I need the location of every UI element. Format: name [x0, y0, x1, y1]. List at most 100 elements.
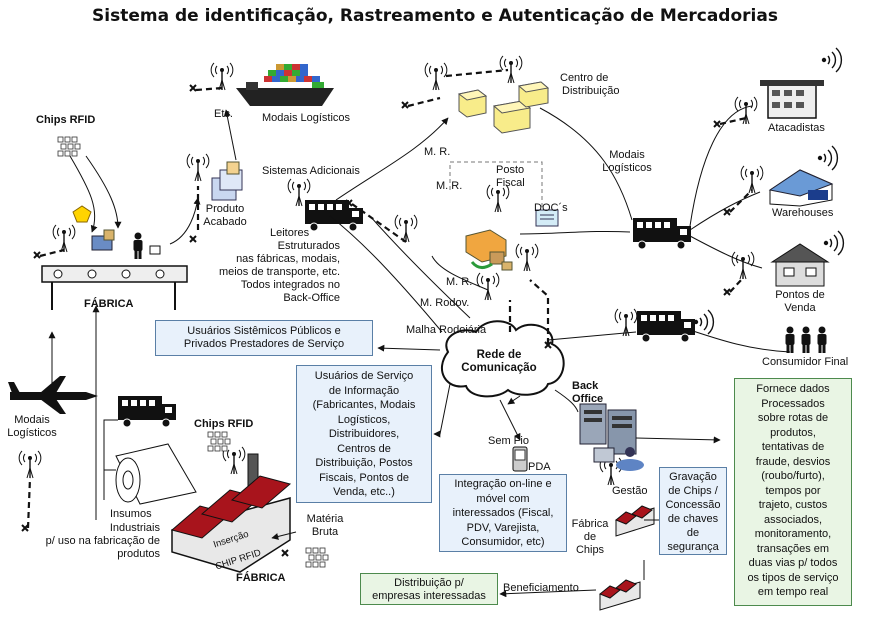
label-materia-bruta-1: Matéria	[306, 513, 344, 525]
label-mr-3: M. R.	[446, 276, 473, 288]
box-gravacao-line-4: de chaves	[667, 513, 719, 525]
box-fornece-dados: Fornece dados Processados sobre rotas de…	[734, 378, 852, 606]
back-office-servers	[579, 403, 644, 471]
box-integracao-line-3: interessados (Fiscal,	[452, 507, 554, 519]
label-leitores-1: Leitores	[270, 227, 310, 239]
factory-conveyor	[41, 205, 188, 310]
box-fornece-line-3: sobre rotas de	[757, 412, 829, 424]
connection-lines	[26, 68, 791, 598]
label-fabrica-chips-1: Fábrica	[571, 518, 609, 530]
label-posto-fiscal-1: Posto	[496, 164, 525, 176]
box-usuarios-servico-line-3: (Fabricantes, Modais	[312, 399, 416, 411]
label-back-office-2: Office	[572, 393, 604, 405]
cargo-ship	[236, 64, 334, 106]
box-gravacao-line-2: de Chips /	[668, 485, 718, 497]
box-integracao-line-1: Integração on-line e	[454, 478, 552, 490]
box-fornece-line-6: fraude, desvios	[755, 455, 831, 468]
label-etc: Etc.	[214, 108, 233, 120]
distribution-crates	[457, 81, 550, 134]
label-sem-fio: Sem Fio	[488, 435, 529, 447]
box-fornece-line-13: duas vias p/ todos	[748, 557, 838, 569]
page-title: Sistema de identificação, Rastreamento e…	[92, 6, 778, 26]
label-industriais-1: Industriais	[109, 522, 160, 534]
label-centro-distribuicao-2: Distribuição	[562, 85, 620, 97]
box-fornece-line-2: Processados	[761, 397, 825, 410]
label-modais-logisticos-left-1: Modais	[14, 414, 50, 426]
box-integracao-line-2: móvel com	[476, 492, 530, 505]
box-usuarios-servico-line-2: de Informação	[328, 384, 400, 397]
box-integracao-line-4: PDV, Varejista,	[466, 521, 540, 534]
label-atacadistas: Atacadistas	[768, 122, 825, 134]
label-materia-bruta-2: Bruta	[311, 526, 339, 538]
box-gravacao-line-1: Gravação	[669, 471, 717, 483]
label-mr-2: M. R.	[436, 180, 463, 192]
network-cloud	[441, 320, 565, 398]
label-consumidor-final: Consumidor Final	[762, 356, 849, 368]
label-industriais-2: p/ uso na fabricação de	[45, 535, 160, 547]
chip-factories	[599, 505, 655, 611]
label-rede-1: Rede de	[476, 349, 522, 361]
label-fabrica-chips-3: Chips	[575, 544, 605, 556]
box-usuarios-servico-line-1: Usuários de Serviço	[314, 370, 414, 382]
box-fornece-line-11: monitoramento,	[754, 528, 832, 540]
box-integracao: Integração on-line e móvel com interessa…	[439, 474, 567, 552]
endpoint-markers	[21, 84, 731, 557]
box-gravacao-line-5: de	[686, 527, 700, 539]
label-industriais-3: produtos	[117, 548, 160, 560]
label-sistemas-adicionais: Sistemas Adicionais	[262, 165, 360, 177]
box-gravacao-line-6: segurança	[667, 541, 719, 553]
label-fabrica-chips-2: de	[583, 531, 597, 543]
label-produto-acabado-2: Acabado	[203, 216, 247, 228]
label-m-rodov: M. Rodov.	[420, 297, 470, 309]
box-gravacao-line-3: Concessão	[665, 499, 721, 511]
box-fornece-line-12: transações em	[756, 542, 830, 555]
label-modais-logisticos-right-2: Logísticos	[602, 162, 652, 174]
store-building	[770, 243, 830, 287]
box-usuarios-servico-line-5: Distribuidores,	[328, 428, 400, 440]
box-usuarios-servico: Usuários de Serviço de Informação (Fabri…	[296, 365, 432, 503]
label-pda: PDA	[528, 461, 551, 473]
label-produto-acabado-1: Produto	[205, 203, 245, 215]
label-rede-2: Comunicação	[461, 362, 537, 374]
label-leitores-5: Todos integrados no	[240, 279, 340, 291]
label-back-office-1: Back	[572, 380, 599, 392]
box-fornece-line-5: tentativas de	[761, 441, 825, 453]
label-pontos-de-venda-2: Venda	[784, 302, 816, 314]
box-distribuicao-line-1: Distribuição p/	[394, 577, 464, 589]
label-fabrica-top: FÁBRICA	[84, 298, 134, 310]
box-usuarios-servico-line-9: Venda, etc..)	[333, 486, 395, 498]
box-fornece-line-8: tempos por	[765, 484, 821, 497]
label-gestao: Gestão	[612, 485, 648, 497]
label-chips-rfid-bottom: Chips RFID	[194, 418, 254, 430]
label-leitores-2: Estruturados	[277, 240, 340, 252]
raw-material-roll	[115, 443, 197, 505]
box-usuarios-sistemicos: Usuários Sistêmicos Públicos e Privados …	[155, 320, 373, 356]
box-fornece-line-15: em tempo real	[757, 586, 829, 598]
box-fornece-line-9: trajeto, custos	[758, 499, 828, 511]
label-modais-logisticos-left-2: Logísticos	[7, 427, 57, 439]
label-malha-rodoviaria: Malha Rodoiária	[406, 324, 487, 336]
label-modais-logisticos-right-1: Modais	[609, 149, 645, 161]
label-modais-logisticos-top: Modais Logísticos	[262, 112, 351, 124]
label-docs: DOC´s	[534, 202, 568, 214]
box-integracao-line-5: Consumidor, etc)	[461, 536, 545, 548]
box-fornece-line-1: Fornece dados	[756, 383, 830, 395]
label-mr-1: M. R.	[424, 146, 451, 158]
box-fornece-line-4: produtos,	[770, 426, 816, 439]
label-pontos-de-venda-1: Pontos de	[775, 289, 825, 301]
label-insumos: Insumos	[110, 508, 152, 520]
box-distribuicao-line-2: empresas interessadas	[372, 589, 486, 602]
finished-product-boxes	[211, 161, 243, 201]
label-posto-fiscal-2: Fiscal	[496, 177, 525, 189]
box-usuarios-sistemicos-line-1: Usuários Sistêmicos Públicos e	[187, 325, 341, 337]
box-fornece-line-7: (roubo/furto),	[761, 470, 825, 482]
box-usuarios-servico-line-7: Distribuição, Postos	[315, 457, 413, 469]
fiscal-post	[449, 161, 559, 271]
label-leitores-3: nas fábricas, modais,	[236, 253, 340, 265]
label-warehouses: Warehouses	[772, 207, 834, 219]
final-consumers	[785, 326, 827, 353]
label-centro-distribuicao-1: Centro de	[560, 72, 609, 84]
label-fabrica-bottom: FÁBRICA	[236, 572, 286, 584]
